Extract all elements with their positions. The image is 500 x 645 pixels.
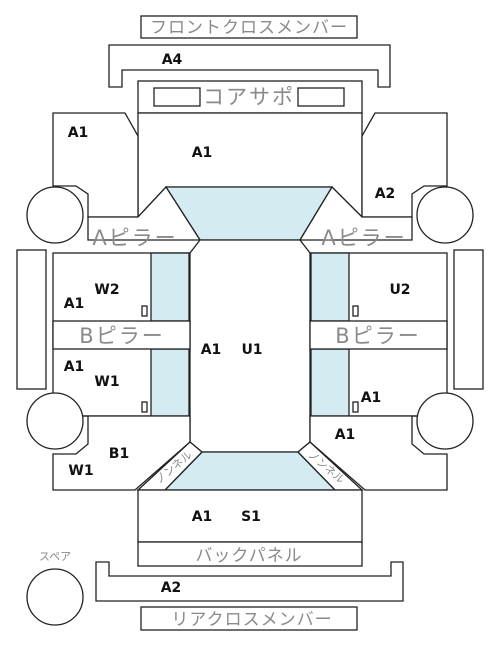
grade-a4: A4 [162,52,183,68]
grade-left-w1-a: A1 [64,359,85,375]
grade-roof-u: U1 [241,342,262,358]
a-pillar-left[interactable]: Aピラー [87,185,202,250]
grade-trunk-a: A1 [192,509,213,525]
rear-member-bracket[interactable]: A2 [95,561,404,602]
grade-rear-left-w: W1 [68,463,93,479]
a-pillar-right[interactable]: Aピラー [298,185,413,250]
grade-right-u2: U2 [389,282,410,298]
b-pillar-left-label: Bピラー [79,324,164,348]
grade-trunk-s: S1 [241,509,261,525]
spare-tire-label: スペア [39,550,71,563]
rear-left-quarter[interactable]: B1 W1 [52,415,191,491]
grade-left-w2-a: A1 [64,296,85,312]
core-support[interactable]: コアサポ [137,80,363,114]
front-cross-member-label: フロントクロスメンバー [150,18,348,38]
grade-left-w1-w: W1 [94,374,119,390]
left-front-door-handle [141,305,148,317]
grade-front-left: A1 [68,125,89,141]
right-side-sill[interactable] [453,249,484,390]
core-support-left-slot [153,87,201,107]
spare-tire[interactable]: スペア [26,550,84,626]
left-front-window[interactable] [150,252,190,322]
right-front-door-handle [352,305,359,317]
left-rear-door-handle [141,401,148,413]
front-member-bracket[interactable]: A4 [108,44,391,88]
a-pillar-left-label: Aピラー [92,226,177,250]
trunk-lid[interactable]: A1 S1 [137,489,363,543]
back-panel-label: バックパネル [195,546,302,566]
b-pillar-right-label: Bピラー [335,324,420,348]
grade-a2-rear: A2 [161,580,182,596]
left-side-sill[interactable] [16,249,47,390]
grade-right-a1-lower: A1 [335,427,356,443]
right-rear-window[interactable] [310,348,350,417]
rear-cross-member[interactable]: リアクロスメンバー [140,606,358,631]
roof-panel[interactable]: A1 U1 [189,239,311,453]
front-left-tire[interactable] [26,186,84,244]
grade-front-right: A2 [375,186,396,202]
core-support-label: コアサポ [203,85,295,109]
grade-right-a1-upper: A1 [361,390,382,406]
rear-right-tire[interactable] [416,392,474,450]
grade-front-center: A1 [192,145,213,161]
grade-rear-left-b: B1 [109,446,129,462]
back-panel[interactable]: バックパネル [137,541,363,567]
left-rear-window[interactable] [150,348,190,417]
rear-right-quarter[interactable]: A1 [309,415,448,491]
rear-left-tire[interactable] [26,392,84,450]
right-front-window[interactable] [310,252,350,322]
front-right-tire[interactable] [416,186,474,244]
front-cross-member[interactable]: フロントクロスメンバー [140,15,358,39]
rear-cross-member-label: リアクロスメンバー [171,610,332,630]
right-rear-door-handle [352,401,359,413]
grade-roof-a: A1 [201,342,222,358]
b-pillar-left[interactable]: Bピラー [52,320,191,350]
b-pillar-right[interactable]: Bピラー [309,320,448,350]
core-support-right-slot [297,87,345,107]
a-pillar-right-label: Aピラー [321,226,406,250]
grade-left-w2-w: W2 [94,282,119,298]
